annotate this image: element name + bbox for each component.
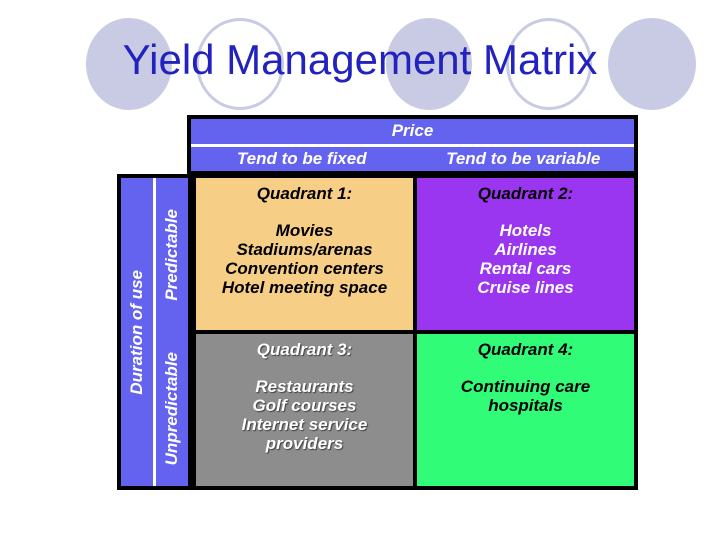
duration-axis-sidebar: Duration of use Predictable Unpredictabl… bbox=[117, 174, 192, 490]
quadrant-4-title: Quadrant 4: bbox=[477, 340, 574, 359]
decorative-ellipse-icon bbox=[196, 18, 284, 110]
price-col-fixed-label: Tend to be fixed bbox=[236, 148, 367, 168]
quadrant-3-cell: Quadrant 3: Restaurants Golf courses Int… bbox=[196, 334, 413, 486]
quadrant-item: Continuing care hospitals bbox=[460, 377, 591, 416]
duration-axis-divider bbox=[153, 178, 156, 486]
quadrant-item: Hotel meeting space bbox=[221, 278, 388, 298]
slide-title: Yield Management Matrix bbox=[122, 36, 598, 83]
duration-row-predictable: Predictable bbox=[156, 178, 188, 332]
quadrant-1-title: Quadrant 1: bbox=[256, 184, 353, 203]
quadrant-item: Movies bbox=[275, 221, 334, 240]
decorative-ellipse-icon bbox=[608, 18, 696, 110]
duration-row-unpredictable: Unpredictable bbox=[156, 332, 188, 486]
duration-axis-rows: Predictable Unpredictable bbox=[156, 178, 188, 486]
quadrant-1-items: Movies Stadiums/arenas Convention center… bbox=[210, 221, 400, 297]
quadrant-item: Convention centers bbox=[225, 259, 384, 279]
quadrant-3-items: Restaurants Golf courses Internet servic… bbox=[210, 377, 400, 453]
quadrant-2-title: Quadrant 2: bbox=[477, 184, 574, 203]
quadrant-item: Golf courses bbox=[252, 396, 357, 416]
price-axis-header: Price Tend to be fixed Tend to be variab… bbox=[187, 115, 638, 175]
quadrant-2-items: Hotels Airlines Rental cars Cruise lines bbox=[431, 221, 621, 297]
quadrant-grid: Quadrant 1: Movies Stadiums/arenas Conve… bbox=[192, 174, 638, 490]
quadrant-item: Airlines bbox=[494, 240, 557, 260]
quadrant-4-cell: Quadrant 4: Continuing care hospitals bbox=[417, 334, 634, 486]
decorative-ellipse-icon bbox=[86, 18, 172, 110]
quadrant-item: Stadiums/arenas bbox=[236, 240, 373, 260]
quadrant-item: Internet service providers bbox=[241, 415, 368, 454]
duration-row-unpredictable-label: Unpredictable bbox=[162, 352, 181, 466]
quadrant-2-cell: Quadrant 2: Hotels Airlines Rental cars … bbox=[417, 178, 634, 330]
duration-axis-title-cell: Duration of use bbox=[121, 178, 153, 486]
quadrant-4-items: Continuing care hospitals bbox=[431, 377, 621, 415]
duration-axis-title: Duration of use bbox=[127, 269, 146, 395]
decorative-ellipse-icon bbox=[386, 18, 472, 110]
quadrant-1-cell: Quadrant 1: Movies Stadiums/arenas Conve… bbox=[196, 178, 413, 330]
price-col-variable-label: Tend to be variable bbox=[446, 148, 601, 168]
price-axis-columns: Tend to be fixed Tend to be variable bbox=[191, 147, 634, 172]
quadrant-item: Restaurants bbox=[255, 377, 354, 396]
quadrant-item: Cruise lines bbox=[477, 278, 574, 298]
quadrant-3-title: Quadrant 3: bbox=[256, 340, 353, 359]
decorative-ellipse-icon bbox=[506, 18, 592, 110]
price-axis-title: Price bbox=[391, 121, 434, 141]
price-axis-divider bbox=[191, 143, 634, 147]
quadrant-item: Rental cars bbox=[479, 259, 572, 279]
duration-row-predictable-label: Predictable bbox=[162, 209, 181, 301]
quadrant-item: Hotels bbox=[499, 221, 552, 240]
